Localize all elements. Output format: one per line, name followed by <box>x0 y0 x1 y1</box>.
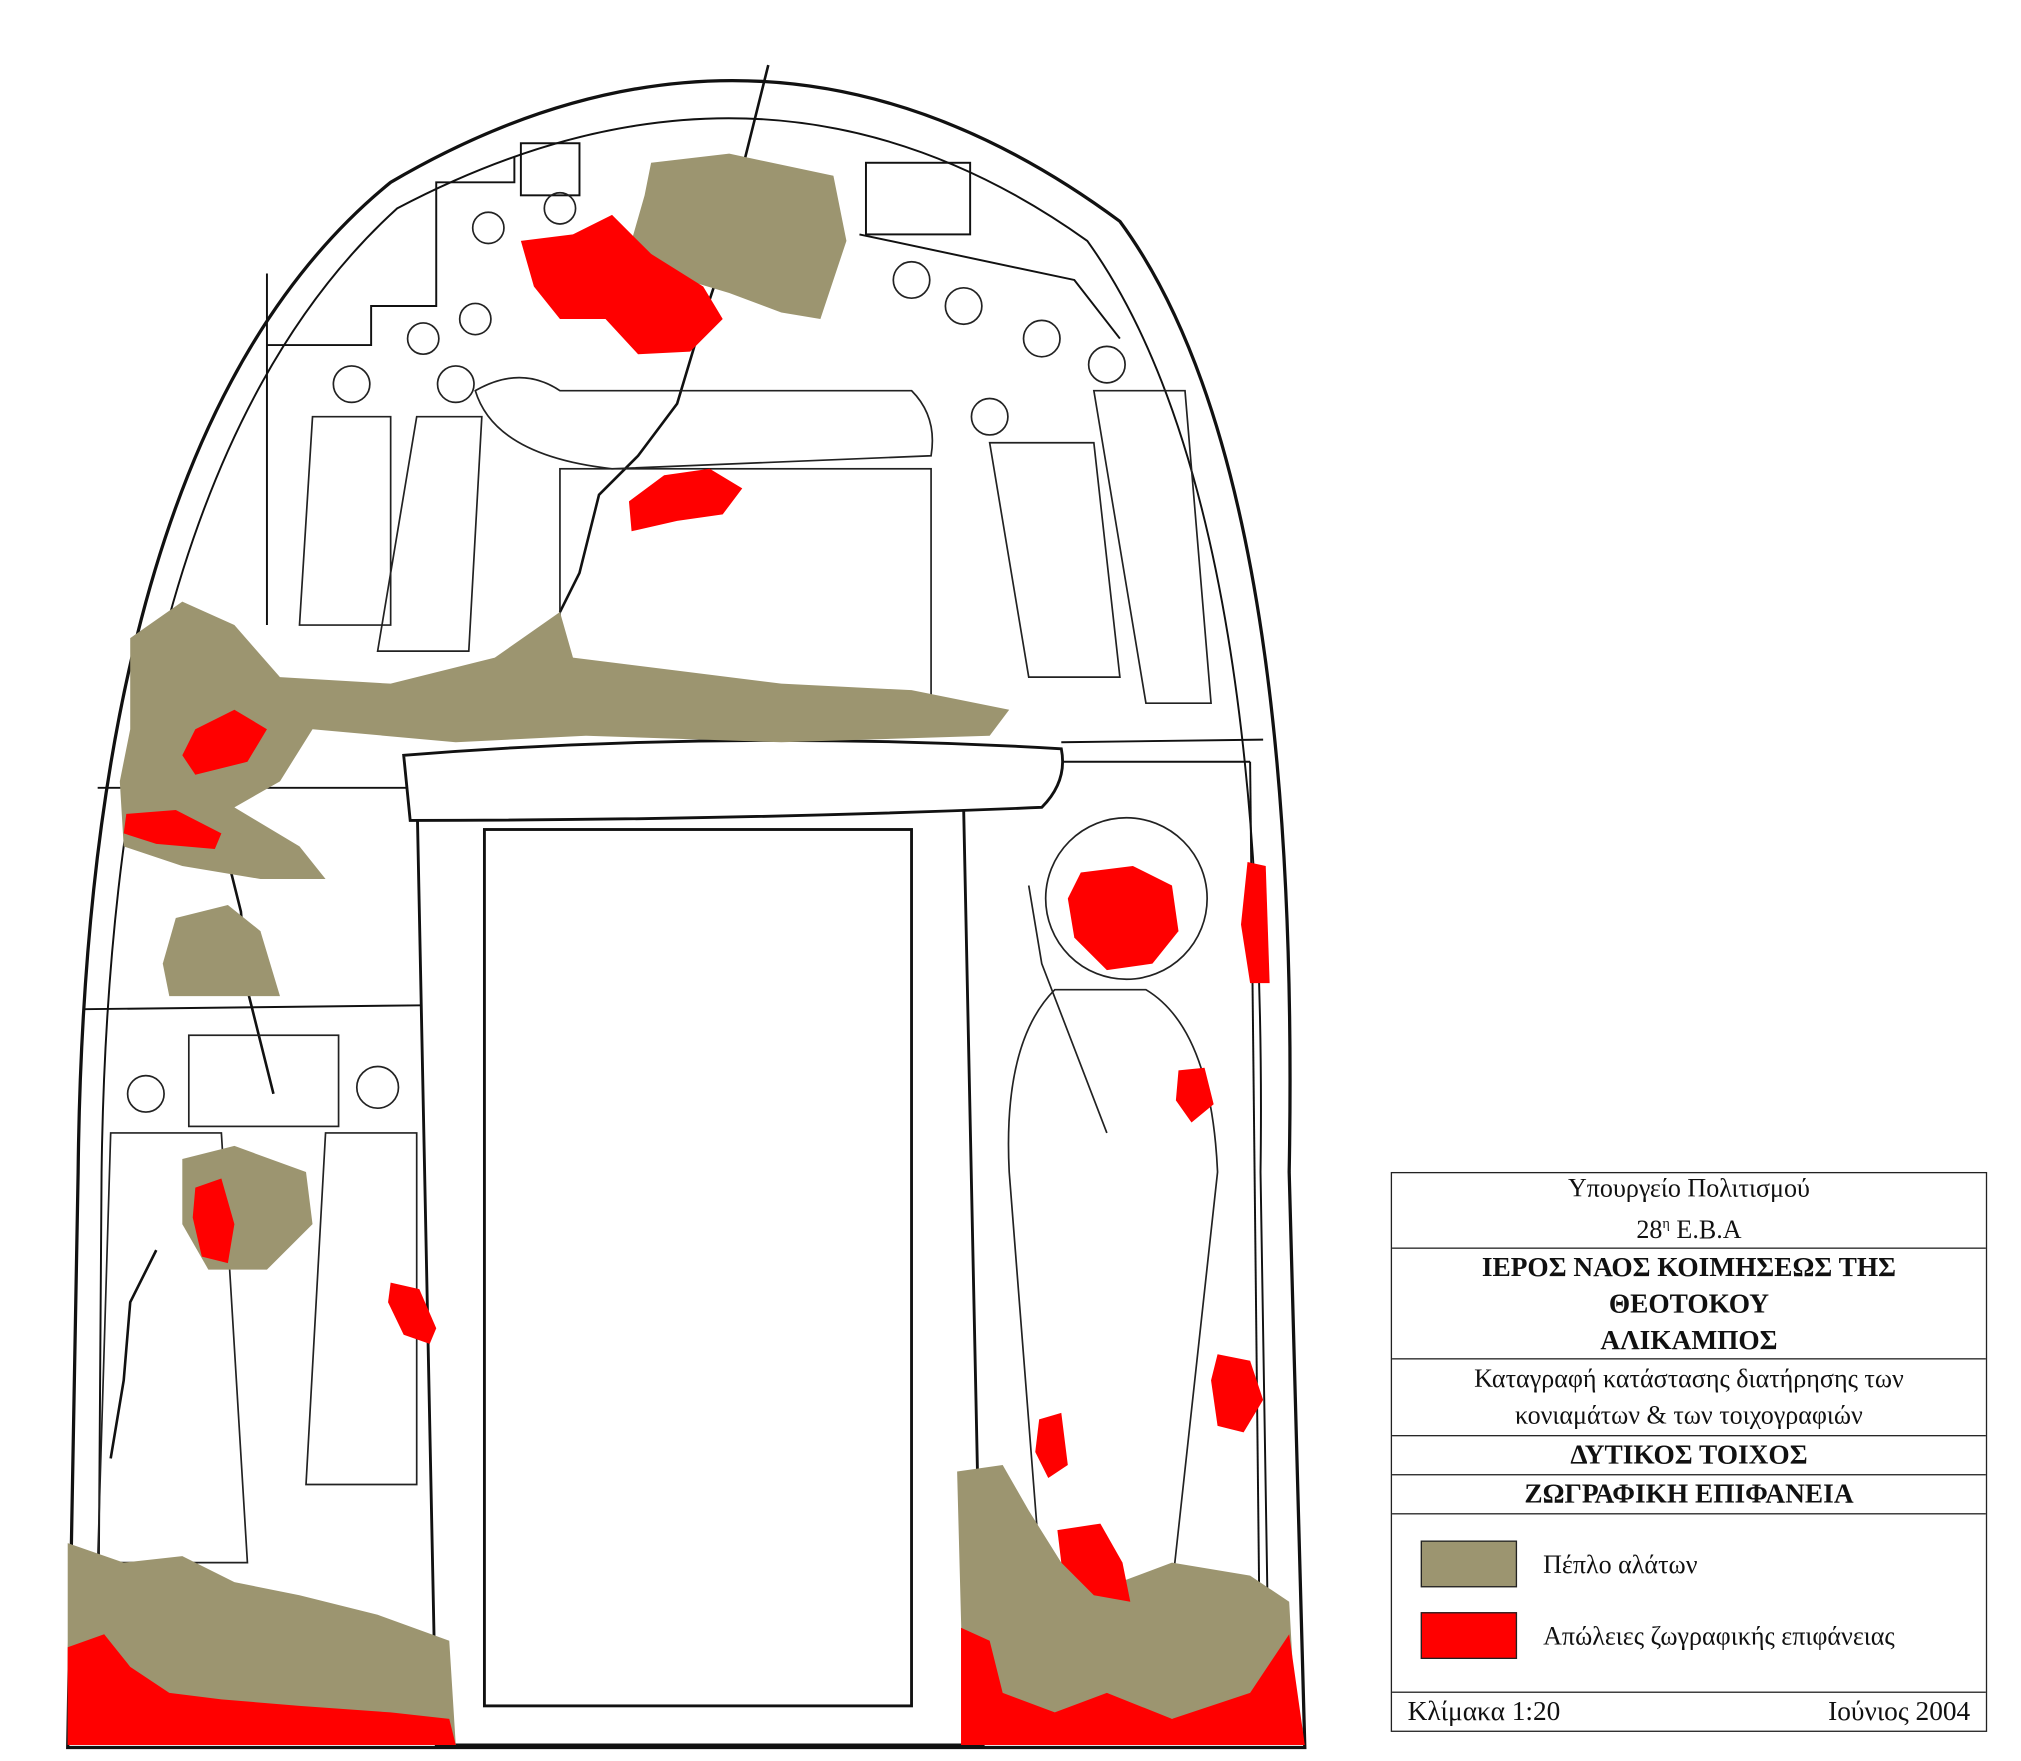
legend-swatch-paint-loss <box>1420 1612 1518 1660</box>
wall-label: ΔΥΤΙΚΟΣ ΤΟΙΧΟΣ <box>1392 1436 1986 1476</box>
ministry-label: Υπουργείο Πολιτισμού <box>1567 1174 1810 1204</box>
doorway <box>402 738 1065 1747</box>
title-block: Υπουργείο Πολιτισμού 28η Ε.Β.Α ΙΕΡΟΣ ΝΑΟ… <box>1390 1171 1988 1732</box>
ephorate-label: 28η Ε.Β.Α <box>1392 1207 1986 1248</box>
church-line-2: ΘΕΟΤΟΚΟΥ <box>1608 1287 1770 1320</box>
church-line-3: ΑΛΙΚΑΜΠΟΣ <box>1600 1324 1778 1356</box>
description-section: Καταγραφή κατάστασης διατήρησης των κονι… <box>1392 1359 1986 1437</box>
footer-section: Κλίμακα 1:20 Ιούνιος 2004 <box>1392 1693 1986 1731</box>
ephorate-name: Ε.Β.Α <box>1676 1216 1742 1245</box>
paint-loss-areas <box>67 214 1305 1745</box>
scale-label: Κλίμακα 1:20 <box>1407 1695 1561 1727</box>
description-line-2: κονιαμάτων & των τοιχογραφιών <box>1515 1401 1863 1430</box>
dormition-scene <box>298 191 1212 705</box>
legend: Πέπλο αλάτων Απώλειες ζωγραφικής επιφάνε… <box>1392 1514 1986 1693</box>
legend-label-paint-loss: Απώλειες ζωγραφικής επιφάνειας <box>1543 1622 1895 1652</box>
legend-label-salt-veil: Πέπλο αλάτων <box>1543 1550 1698 1580</box>
church-section: ΙΕΡΟΣ ΝΑΟΣ ΚΟΙΜΗΣΕΩΣ ΤΗΣ ΘΕΟΤΟΚΟΥ ΑΛΙΚΑΜ… <box>1392 1249 1986 1360</box>
description-line-1: Καταγραφή κατάστασης διατήρησης των <box>1474 1364 1904 1394</box>
legend-swatch-salt-veil <box>1420 1540 1518 1588</box>
church-line-1: ΙΕΡΟΣ ΝΑΟΣ ΚΟΙΜΗΣΕΩΣ ΤΗΣ <box>1481 1251 1897 1283</box>
ephorate-suffix: η <box>1662 1216 1670 1233</box>
date-label: Ιούνιος 2004 <box>1828 1695 1971 1727</box>
ephorate-number: 28 <box>1636 1216 1663 1245</box>
saints-left-panel <box>96 1034 418 1564</box>
surface-label: ΖΩΓΡΑΦΙΚΗ ΕΠΙΦΑΝΕΙΑ <box>1392 1475 1986 1515</box>
authority-section: Υπουργείο Πολιτισμού 28η Ε.Β.Α <box>1392 1173 1986 1249</box>
